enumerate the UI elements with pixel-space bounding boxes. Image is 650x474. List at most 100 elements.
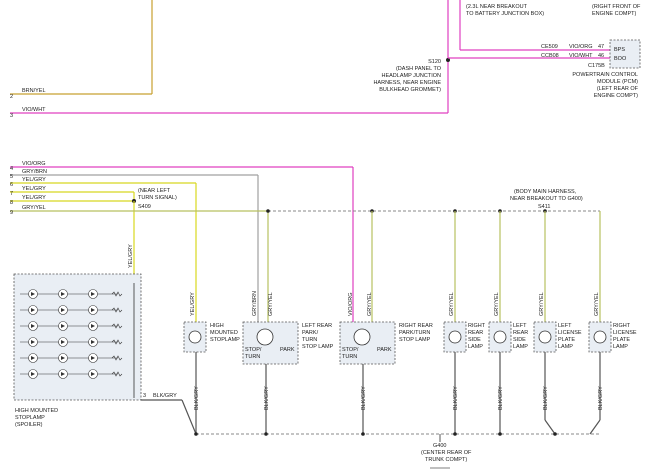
lplate-bottom-wire-jog — [544, 419, 556, 435]
diode-icon — [91, 372, 95, 376]
rr-label-2: PARK/TURN — [399, 330, 430, 336]
top-section: (2.3L NEAR BREAKOUT TO BATTERY JUNCTION … — [10, 0, 641, 119]
hmsl-wire-in-label: YEL/GRY — [128, 244, 134, 268]
rplate-bottom-wire-jog — [589, 419, 601, 435]
s120-desc-4: BULKHEAD GROMMET) — [379, 87, 441, 93]
lside-bottom-wire: BLK/GRY — [498, 386, 504, 410]
pcm-func-bps: BPS — [614, 47, 625, 53]
diode-icon — [31, 372, 35, 376]
diode-icon — [91, 356, 95, 360]
resistor-icon — [111, 307, 123, 313]
ground-desc-1: (CENTER REAR OF — [421, 450, 472, 456]
rr-top-wire-2: GRY/YEL — [367, 292, 373, 316]
s120-desc-3: HARNESS, NEAR ENGINE — [373, 80, 441, 86]
rr-sub-3: PARK — [377, 347, 392, 353]
rplate-top-wire: GRY/YEL — [594, 292, 600, 316]
splice-dot-bus-1 — [266, 209, 270, 213]
s411-id: S411 — [538, 204, 550, 210]
wire-5-num: 5 — [10, 174, 13, 180]
lr-sub-3: PARK — [280, 347, 295, 353]
wire-4-color: VIO/ORG — [22, 161, 46, 167]
rr-top-wire-1: VIO/ORG — [348, 292, 354, 316]
lplate-label-3: PLATE — [558, 337, 575, 343]
wire-7-num: 7 — [10, 191, 13, 197]
resistor-icon — [111, 371, 123, 377]
lr-label-2: PARK/ — [302, 330, 319, 336]
hmsl-wire-out: BLK/GRY — [153, 393, 177, 399]
ground-id: G400 — [433, 443, 446, 449]
resistor-icon — [111, 355, 123, 361]
pcm-color-2: VIO/WHT — [569, 53, 593, 59]
diode-icon — [31, 292, 35, 296]
rside-bottom-wire: BLK/GRY — [453, 386, 459, 410]
lr-top-wire-1: GRY/BRN — [252, 291, 258, 316]
pcm-label-2: MODULE (PCM) — [597, 79, 638, 85]
rside-label-2: REAR — [468, 330, 483, 336]
resistor-icon — [111, 291, 123, 297]
pcm-circuit-2: CCB08 — [541, 53, 559, 59]
wire-6-num: 6 — [10, 182, 13, 188]
hmsl-lamp-label-1: HIGH — [210, 323, 224, 329]
rside-label-3: SIDE — [468, 337, 481, 343]
lr-sub-2: TURN — [245, 354, 260, 360]
s120-desc-1: (DASH PANEL TO — [396, 66, 442, 72]
lplate-top-wire: GRY/YEL — [539, 292, 545, 316]
lplate-label-2: LICENSE — [558, 330, 582, 336]
ground-dot-5 — [498, 432, 502, 436]
hmsl-wire-out-down — [181, 399, 197, 435]
diode-icon — [91, 292, 95, 296]
lr-bulb — [256, 328, 274, 346]
diode-icon — [91, 340, 95, 344]
pcm-pin-1: 47 — [598, 44, 604, 50]
splice-dot-s120 — [446, 58, 450, 62]
hmsl-lamp-label-3: STOPLAMP — [210, 337, 240, 343]
wire-8-color: YEL/GRY — [22, 195, 46, 201]
breakout-note-line1: (2.3L NEAR BREAKOUT — [466, 4, 528, 10]
ground-desc-2: TRUNK COMPT) — [425, 457, 467, 463]
s120-desc-2: HEADLAMP JUNCTION — [382, 73, 442, 79]
rside-bulb — [448, 330, 462, 344]
lr-bottom-wire: BLK/GRY — [264, 386, 270, 410]
lr-top-wire-2: GRY/YEL — [268, 292, 274, 316]
pcm-connector: C175B — [588, 63, 605, 69]
lside-label-1: LEFT — [513, 323, 527, 329]
rside-label-1: RIGHT — [468, 323, 486, 329]
lplate-label-1: LEFT — [558, 323, 572, 329]
s411-desc-1: (BODY MAIN HARNESS, — [514, 189, 577, 195]
rplate-label-2: LICENSE — [613, 330, 637, 336]
left-wire-3-color: VIO/WHT — [22, 107, 46, 113]
s120-id: S120 — [428, 59, 441, 65]
led-grid — [20, 283, 135, 398]
rr-label-3: STOP LAMP — [399, 337, 431, 343]
rr-sub-1: STOP/ — [342, 347, 359, 353]
rside-top-wire: GRY/YEL — [449, 292, 455, 316]
wire-7-color: YEL/GRY — [22, 186, 46, 192]
breakout-note-line2: TO BATTERY JUNCTION BOX) — [466, 11, 544, 17]
ground-dot-4 — [453, 432, 457, 436]
wire-6-color: YEL/GRY — [22, 177, 46, 183]
lr-sub-1: STOP/ — [245, 347, 262, 353]
engine-front-note-line1: (RIGHT FRONT OF — [592, 4, 641, 10]
diode-icon — [61, 372, 65, 376]
rr-bulb — [353, 328, 371, 346]
lr-label-1: LEFT REAR — [302, 323, 332, 329]
lr-label-3: TURN — [302, 337, 317, 343]
wire-4-num: 4 — [10, 166, 13, 172]
wire-5-color: GRY/BRN — [22, 169, 47, 175]
left-wire-2-color: BRN/YEL — [22, 88, 46, 94]
pcm-label-4: ENGINE COMPT) — [594, 93, 638, 99]
ground-dot-2 — [264, 432, 268, 436]
left-wire-3-num: 3 — [10, 113, 13, 119]
ground-dot-6 — [553, 432, 557, 436]
hmsl-top-wire: YEL/GRY — [190, 292, 196, 316]
lr-label-4: STOP LAMP — [302, 344, 334, 350]
left-wire-2-num: 2 — [10, 94, 13, 100]
rr-label-1: RIGHT REAR — [399, 323, 433, 329]
pcm-box — [609, 39, 641, 69]
hmsl-pin-out: 3 — [143, 393, 146, 399]
lplate-bottom-wire: BLK/GRY — [543, 386, 549, 410]
hmsl-label-1: HIGH MOUNTED — [15, 408, 58, 414]
lamps: YEL/GRY HIGH MOUNTED STOPLAMP BLK/GRY GR… — [183, 291, 637, 435]
ground-bus: G400 (CENTER REAR OF TRUNK COMPT) — [194, 432, 600, 469]
diode-icon — [61, 292, 65, 296]
